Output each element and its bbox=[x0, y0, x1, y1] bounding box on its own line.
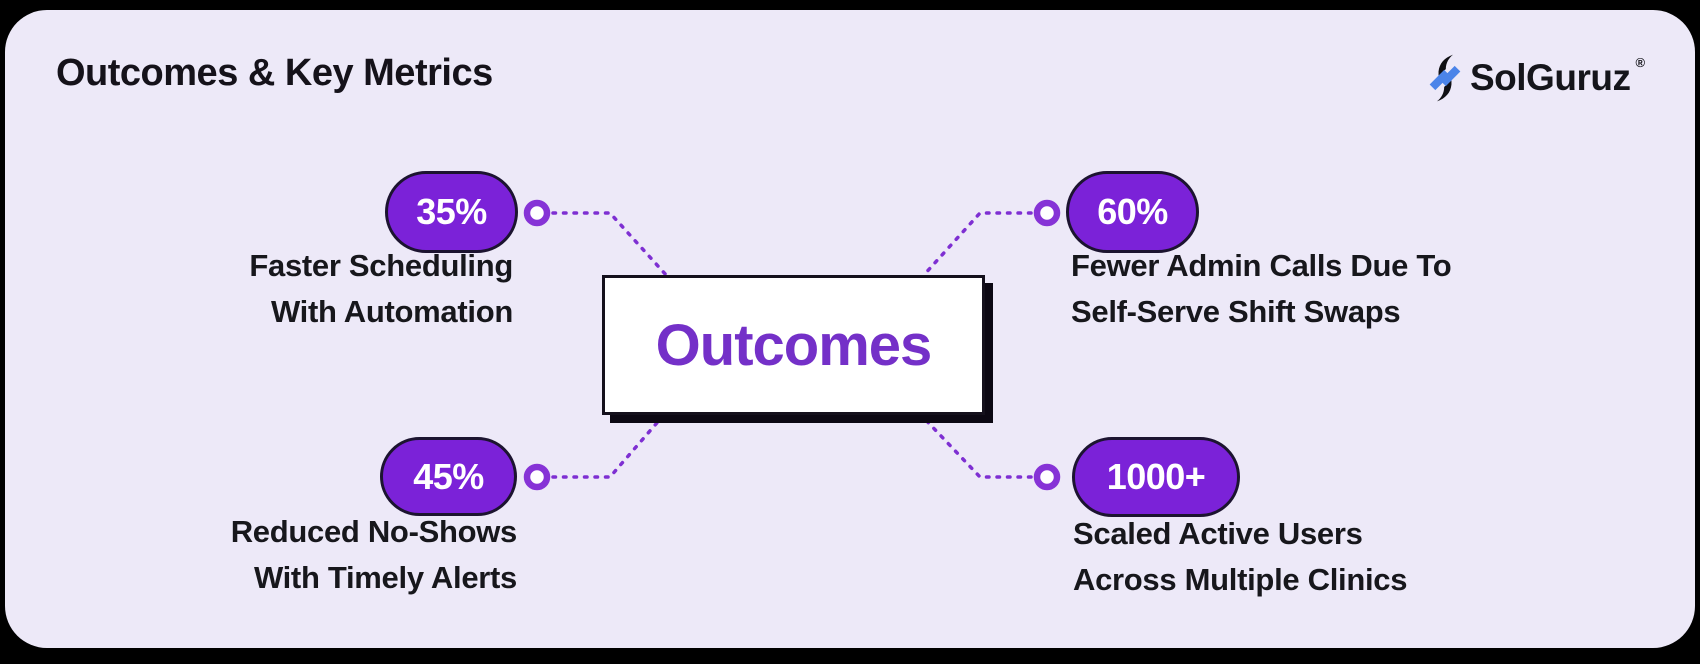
metric-label-line1: Faster Scheduling bbox=[249, 248, 513, 283]
brand-logo: SolGuruz ® bbox=[1424, 46, 1646, 110]
metric-pill-bottom-right: 1000+ bbox=[1072, 437, 1240, 517]
metric-pill-top-left: 35% bbox=[385, 171, 518, 253]
metric-label-line2: Self-Serve Shift Swaps bbox=[1071, 294, 1401, 329]
outcomes-box: Outcomes bbox=[602, 275, 985, 415]
metric-value: 45% bbox=[413, 455, 484, 497]
metric-pill-top-right: 60% bbox=[1066, 171, 1199, 253]
metric-label-line2: With Timely Alerts bbox=[253, 560, 517, 595]
registered-mark: ® bbox=[1635, 54, 1646, 70]
metric-label-line2: Across Multiple Clinics bbox=[1073, 562, 1408, 597]
metric-value: 35% bbox=[416, 191, 487, 232]
page-title: Outcomes & Key Metrics bbox=[56, 52, 493, 94]
outcomes-label: Outcomes bbox=[655, 312, 933, 378]
metric-label-top-left: Faster Scheduling With Automation bbox=[113, 243, 513, 335]
metric-value: 1000+ bbox=[1106, 456, 1206, 497]
metric-pill-bottom-left: 45% bbox=[380, 437, 517, 516]
metric-label-line1: Fewer Admin Calls Due To bbox=[1071, 248, 1452, 283]
metric-label-line1: Scaled Active Users bbox=[1073, 516, 1363, 551]
metric-value: 60% bbox=[1097, 191, 1168, 232]
metric-label-top-right: Fewer Admin Calls Due To Self-Serve Shif… bbox=[1071, 243, 1541, 335]
metric-label-line1: Reduced No-Shows bbox=[230, 514, 518, 549]
metric-label-line2: With Automation bbox=[270, 294, 513, 329]
metric-label-bottom-right: Scaled Active Users Across Multiple Clin… bbox=[1073, 511, 1543, 603]
brand-name: SolGuruz bbox=[1470, 57, 1631, 98]
solguruz-bolt-icon bbox=[1429, 54, 1461, 102]
metric-label-bottom-left: Reduced No-Shows With Timely Alerts bbox=[117, 509, 518, 601]
